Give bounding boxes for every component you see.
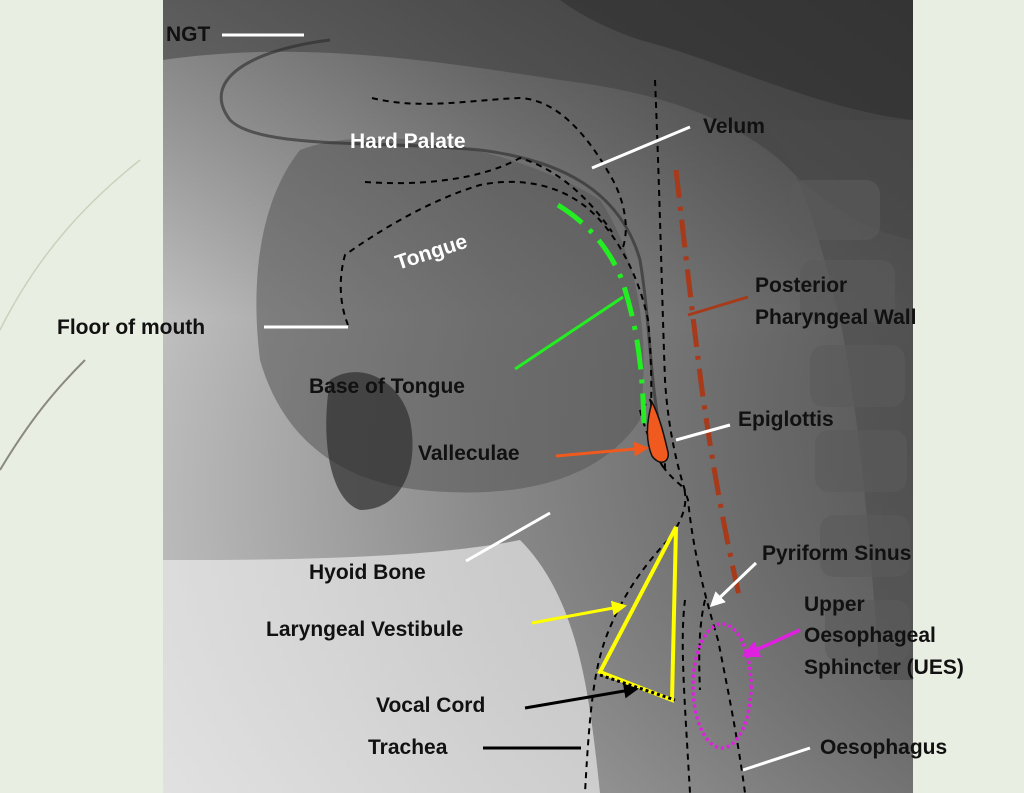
epiglottis-pointer (675, 423, 731, 442)
posterior-pharyngeal-wall-label-line2: Pharyngeal Wall (755, 306, 916, 329)
labels: NGT Hard Palate Velum Tongue Posterior P… (57, 23, 964, 759)
ues-ellipse (691, 622, 753, 750)
ues-label-line3: Sphincter (UES) (804, 656, 964, 679)
posterior-pharyngeal-wall-label-line1: Posterior (755, 274, 847, 297)
laryngeal-vestibule-pointer (531, 600, 627, 625)
posterior-wall-pointer (687, 295, 749, 317)
valleculae-pointer (555, 441, 649, 458)
valleculae-shape (646, 399, 669, 463)
ues-label-line1: Upper (804, 593, 865, 616)
pyriform-sinus-pointer (709, 561, 758, 608)
hard-palate-label: Hard Palate (350, 130, 466, 153)
posterior-pharyngeal-wall-line (673, 169, 743, 601)
base-of-tongue-pointer (514, 295, 624, 371)
floor-of-mouth-label: Floor of mouth (57, 316, 205, 339)
vocal-cord-pointer (524, 683, 639, 710)
pointer-lines (222, 33, 811, 772)
ues-label-line2: Oesophageal (804, 624, 936, 647)
trachea-label: Trachea (368, 736, 448, 759)
base-of-tongue-label: Base of Tongue (309, 375, 465, 398)
xray-image (163, 0, 913, 793)
oesophagus-pointer (742, 746, 811, 772)
laryngeal-vestibule-label: Laryngeal Vestibule (266, 618, 463, 641)
vocal-cord-line (599, 673, 676, 702)
hyoid-bone-label: Hyoid Bone (309, 561, 426, 584)
velum-pointer (591, 125, 691, 170)
ues-pointer (741, 628, 801, 658)
pyriform-sinus-label: Pyriform Sinus (762, 542, 911, 565)
page-decoration (0, 159, 141, 471)
hyoid-bone-pointer (465, 511, 551, 563)
valleculae-label: Valleculae (418, 442, 520, 465)
oesophagus-label: Oesophagus (820, 736, 947, 759)
ngt-label: NGT (166, 23, 211, 46)
velum-label: Velum (703, 115, 765, 138)
epiglottis-label: Epiglottis (738, 408, 834, 431)
vocal-cord-label: Vocal Cord (376, 694, 485, 717)
